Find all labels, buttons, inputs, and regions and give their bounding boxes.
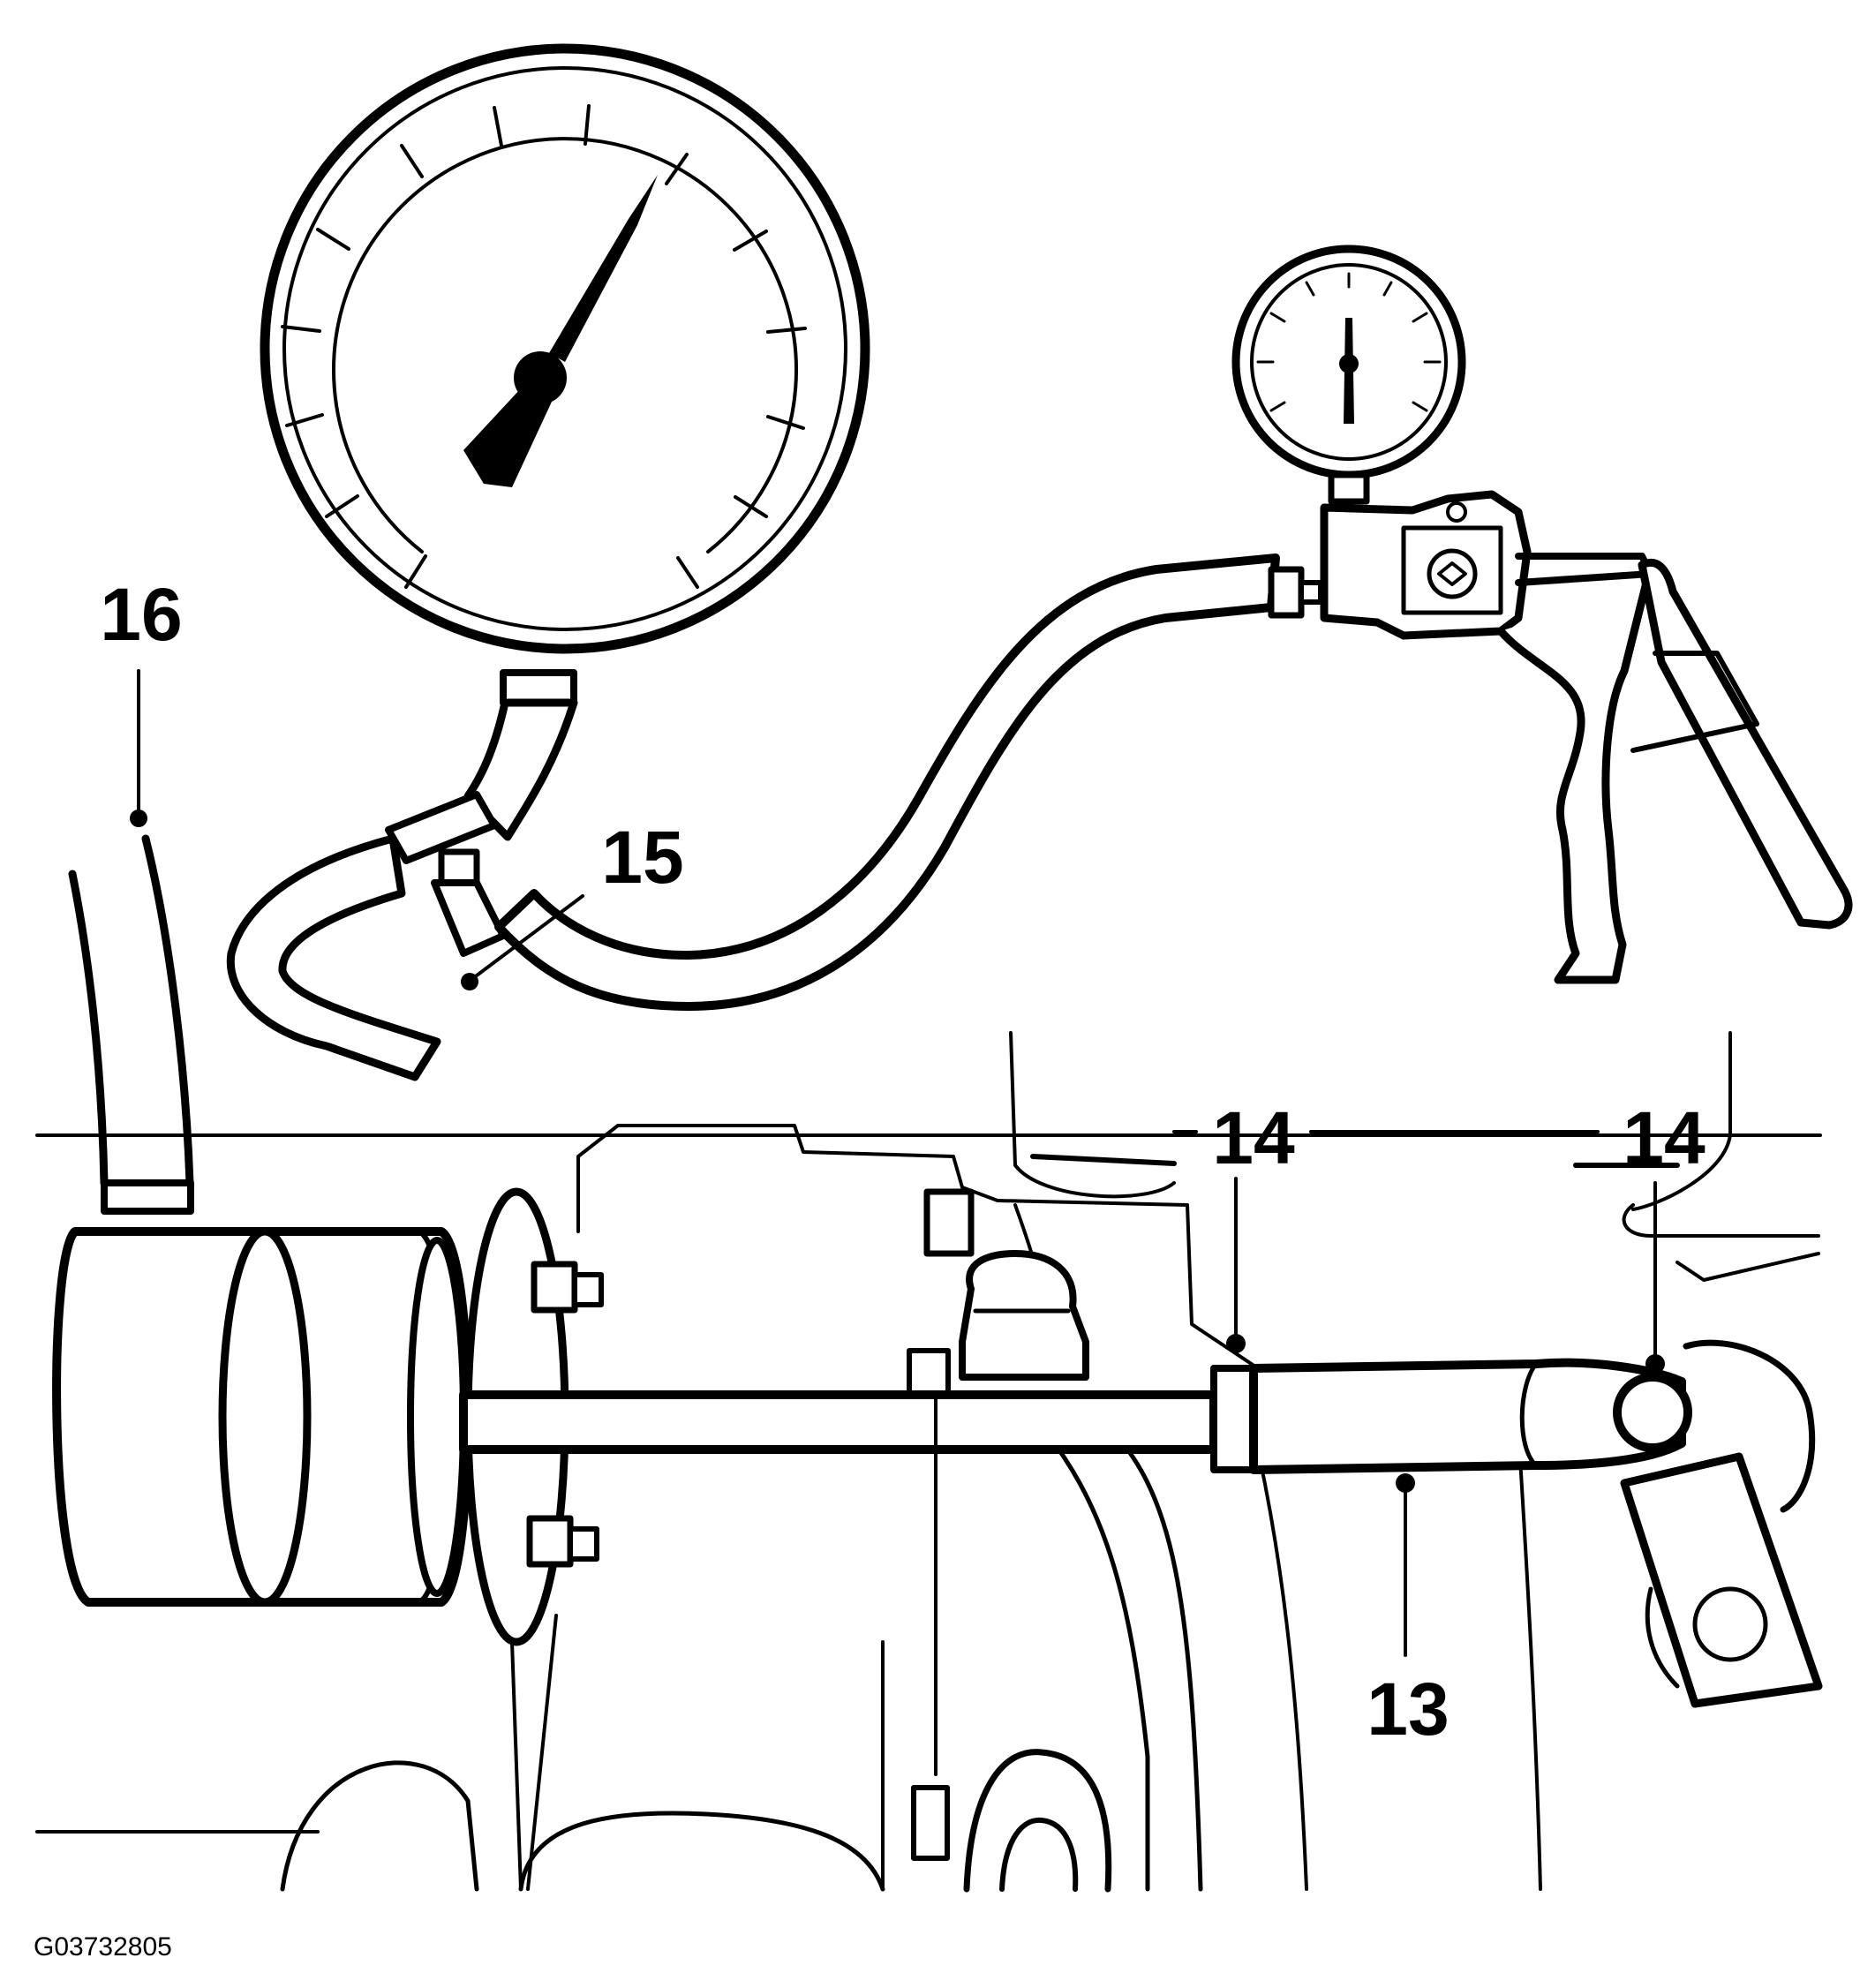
adapter-rod xyxy=(459,1358,1692,1474)
large-pressure-gauge xyxy=(260,43,870,706)
leader-lines xyxy=(130,669,1665,1776)
test-hose xyxy=(226,553,1323,1081)
small-gauge-ticks xyxy=(1256,272,1442,412)
bolts xyxy=(526,1188,1089,1861)
figure-code: G03732805 xyxy=(34,1932,172,1962)
engine-assembly xyxy=(35,834,1823,1893)
callout-14-left: 14 xyxy=(1212,1096,1295,1179)
callout-13: 13 xyxy=(1367,1668,1449,1751)
callout-14-right: 14 xyxy=(1623,1096,1706,1179)
callout-15: 15 xyxy=(601,816,683,899)
large-gauge-ticks xyxy=(281,104,807,589)
hand-pump xyxy=(1231,245,1853,984)
large-gauge-needle xyxy=(463,175,658,487)
callout-16: 16 xyxy=(100,573,182,656)
